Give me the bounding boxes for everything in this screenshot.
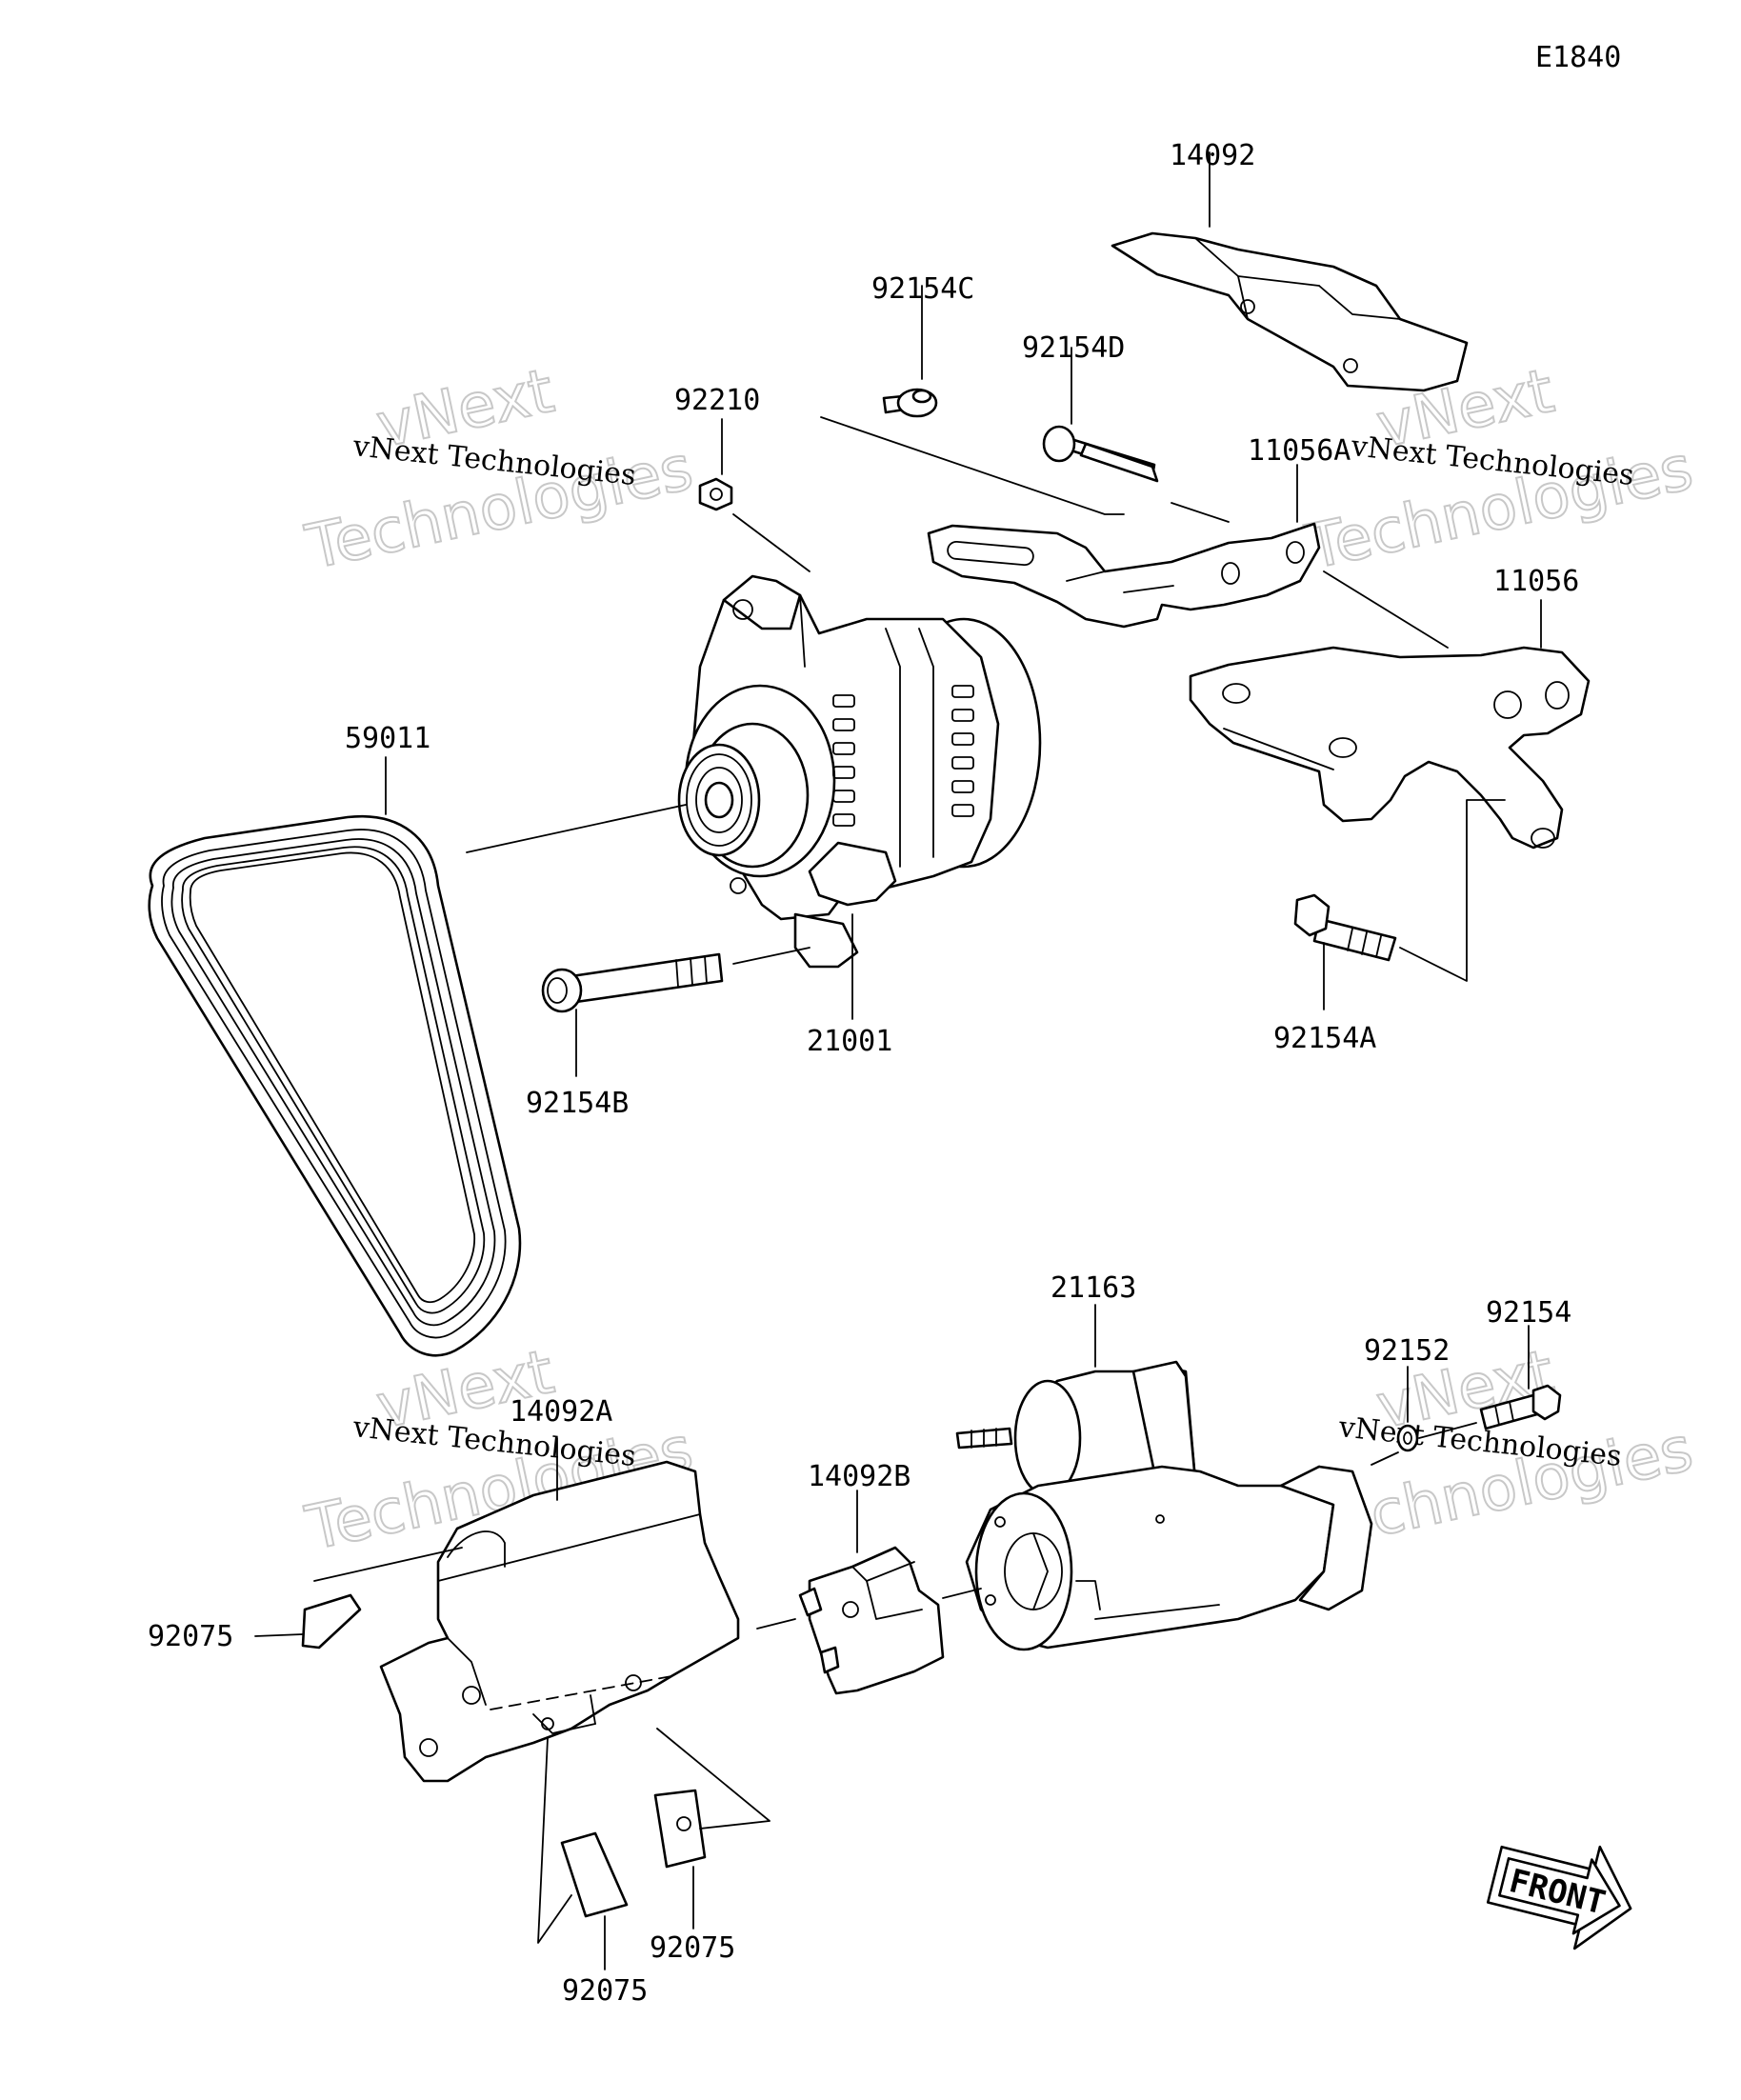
nut-92210 xyxy=(698,477,733,511)
leader-92210-line xyxy=(732,513,810,572)
label-59011[interactable]: 59011 xyxy=(345,722,430,755)
label-92154B[interactable]: 92154B xyxy=(526,1087,629,1120)
leader-92154C-line xyxy=(820,416,1125,515)
bolt-92154B xyxy=(541,952,724,1013)
bolt-92154 xyxy=(1479,1384,1562,1430)
bracket-11056 xyxy=(1189,646,1591,850)
leader-92075-right-line xyxy=(656,1728,770,1830)
label-14092A[interactable]: 14092A xyxy=(510,1395,612,1429)
label-11056[interactable]: 11056 xyxy=(1493,565,1579,598)
washer-92152 xyxy=(1396,1424,1419,1452)
label-92154D[interactable]: 92154D xyxy=(1022,331,1125,365)
alternator-21001 xyxy=(677,574,1042,969)
front-arrow: FRONT xyxy=(1486,1845,1632,1950)
leader-92075-bottom-line xyxy=(537,1737,572,1944)
leader-92154D-line xyxy=(1171,502,1230,523)
bolt-92154A xyxy=(1293,893,1397,962)
leader-92075-left xyxy=(254,1633,304,1637)
belt-59011 xyxy=(148,814,522,1357)
diagram-code: E1840 xyxy=(1535,41,1621,74)
label-92154[interactable]: 92154 xyxy=(1486,1296,1571,1330)
label-92075-right[interactable]: 92075 xyxy=(650,1931,735,1965)
leader-92154A-line xyxy=(1399,799,1506,982)
label-14092B[interactable]: 14092B xyxy=(808,1460,911,1493)
label-92154A[interactable]: 92154A xyxy=(1273,1022,1376,1055)
bracket-11056A xyxy=(927,522,1321,629)
leader-92154-line xyxy=(1418,1422,1477,1439)
label-92075-left[interactable]: 92075 xyxy=(148,1620,233,1653)
leader-92152-line xyxy=(1371,1451,1399,1466)
leader-21163-line xyxy=(942,1588,982,1599)
shield-14092B xyxy=(798,1546,945,1695)
pad-92075-left xyxy=(301,1593,362,1650)
label-92210[interactable]: 92210 xyxy=(674,384,760,417)
starter-21163 xyxy=(955,1360,1373,1651)
leader-92154B-line xyxy=(732,947,810,965)
pad-92075-bottom xyxy=(560,1831,629,1918)
label-21163[interactable]: 21163 xyxy=(1051,1271,1136,1305)
label-92075-bottom[interactable]: 92075 xyxy=(562,1974,648,2008)
label-21001[interactable]: 21001 xyxy=(807,1025,892,1058)
label-14092[interactable]: 14092 xyxy=(1170,139,1255,172)
leader-14092B-line xyxy=(756,1618,796,1630)
label-11056A[interactable]: 11056A xyxy=(1248,434,1351,468)
label-92152[interactable]: 92152 xyxy=(1364,1334,1450,1368)
bolt-92154D xyxy=(1042,425,1159,483)
watermark-top-left: vNext Technologies vNext Technologies xyxy=(299,355,700,585)
leader-59011-line xyxy=(466,804,687,853)
leader-11056A-line xyxy=(1323,570,1449,649)
label-92154C[interactable]: 92154C xyxy=(871,272,974,306)
cover-14092 xyxy=(1111,231,1469,392)
leader-14092A-line xyxy=(313,1547,463,1582)
watermark-top-right: vNext Technologies vNext Technologies xyxy=(1299,355,1700,585)
pad-92075-right xyxy=(653,1789,707,1869)
bolt-92154C xyxy=(882,388,938,418)
cover-14092A xyxy=(379,1460,740,1783)
